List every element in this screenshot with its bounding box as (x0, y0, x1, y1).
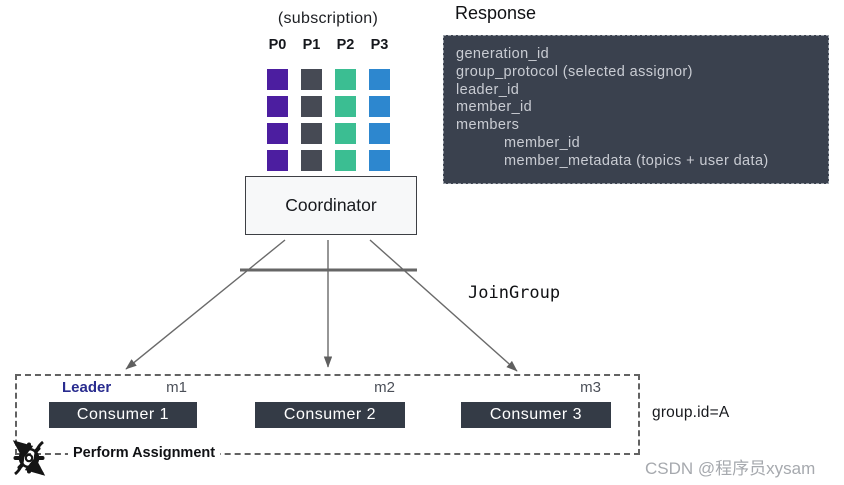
member-label-row: m2 (255, 379, 405, 398)
partition-cell (267, 96, 288, 117)
partition-cell (267, 150, 288, 171)
response-field: member_id (456, 99, 533, 116)
partition-cell (267, 69, 288, 90)
partition-column: P1 (301, 36, 322, 171)
partition-cell (301, 123, 322, 144)
partition-label: P2 (336, 37, 355, 53)
partition-cell (335, 69, 356, 90)
partition-cell (369, 150, 390, 171)
partition-column: P3 (369, 36, 390, 171)
partition-cell (301, 150, 322, 171)
response-field: member_id (504, 134, 581, 151)
consumer-box: Consumer 3 (461, 402, 611, 428)
partition-cell (301, 96, 322, 117)
partition-label: P1 (302, 37, 321, 53)
response-field: members (456, 117, 520, 134)
response-field: group_protocol (selected assignor) (456, 63, 693, 80)
member-label-row: m3 (461, 379, 611, 398)
response-title: Response (455, 3, 537, 23)
partition-cell (369, 123, 390, 144)
partition-column: P2 (335, 36, 356, 171)
partition-cell (369, 69, 390, 90)
member-id-label: m1 (166, 379, 187, 396)
perform-assignment-label: Perform Assignment (68, 444, 221, 462)
partition-cell (335, 150, 356, 171)
perform-assignment-gear-icon (2, 431, 56, 485)
consumer-box: Consumer 2 (255, 402, 405, 428)
partition-cell (301, 69, 322, 90)
subscription-label: (subscription) (277, 10, 379, 27)
partition-grid: P0 P1 P2 P3 (267, 36, 390, 171)
partition-cell (267, 123, 288, 144)
partition-cell (369, 96, 390, 117)
joingroup-label: JoinGroup (468, 283, 561, 303)
response-field: generation_id (456, 46, 550, 62)
member-label-row: Leader m1 (49, 379, 197, 398)
consumer-box: Consumer 1 (49, 402, 197, 428)
partition-label: P3 (370, 37, 389, 53)
leader-label: Leader (62, 379, 112, 396)
partition-column: P0 (267, 36, 288, 171)
watermark: CSDN @程序员xysam (645, 459, 816, 478)
coordinator-box: Coordinator (245, 176, 417, 235)
member-id-label: m3 (580, 379, 601, 396)
member-id-label: m2 (374, 379, 395, 396)
group-id-label: group.id=A (652, 404, 730, 421)
partition-label: P0 (268, 37, 287, 53)
partition-cell (335, 123, 356, 144)
response-field: leader_id (456, 81, 520, 98)
response-field: member_metadata (topics + user data) (504, 152, 769, 169)
partition-cell (335, 96, 356, 117)
